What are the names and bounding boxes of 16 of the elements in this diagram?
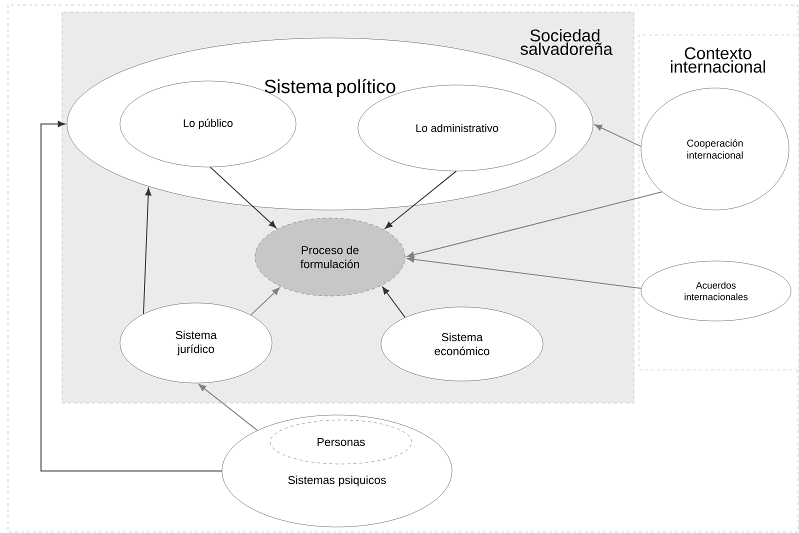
arrow [198, 384, 258, 431]
arrow [250, 287, 280, 316]
arrow [384, 170, 457, 229]
arrow [40, 120, 222, 472]
ellipse-node: Acuerdos internacionales [640, 260, 792, 322]
arrow [382, 286, 406, 318]
arrow [210, 166, 276, 228]
arrow [594, 124, 642, 147]
ellipse-node: Proceso de formulación [254, 218, 406, 296]
ellipse-node: Sistema económico [380, 306, 544, 382]
ellipse-node: Cooperación internacional [640, 88, 790, 210]
arrow [406, 191, 663, 258]
arrow [142, 188, 152, 314]
ellipse-node: Personas [270, 420, 412, 464]
arrow [406, 256, 642, 289]
ellipse-node: Sistema jurídico [120, 302, 272, 384]
